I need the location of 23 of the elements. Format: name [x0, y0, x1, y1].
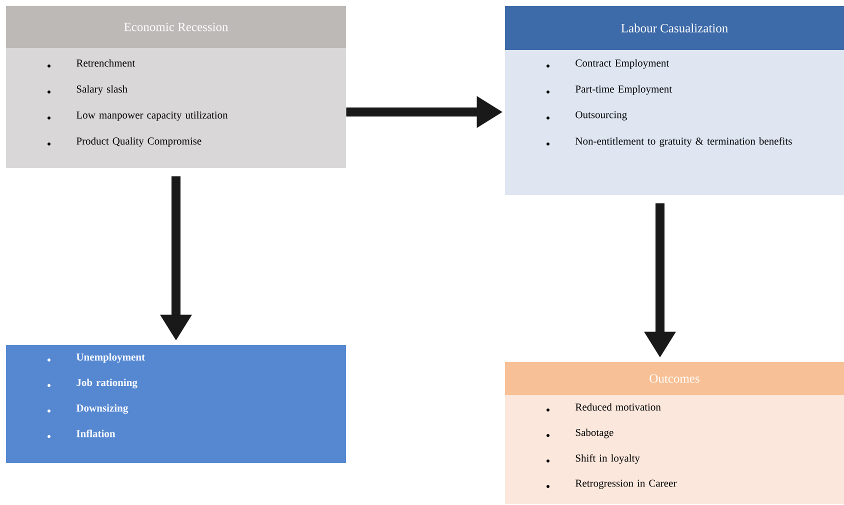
bullet-item: Retrenchment: [76, 59, 136, 67]
bullet-item: Part-time Employment: [576, 85, 672, 95]
bullet-item: Reduced motivation: [576, 403, 661, 411]
bullet-item: Product Quality Compromise: [76, 137, 202, 147]
bullet-item: Outsourcing: [576, 111, 627, 120]
bullet-item: Unemployment: [76, 353, 145, 363]
bullet-item: Shift in loyalty: [576, 454, 640, 464]
bullet-item: Salary slash: [76, 85, 128, 95]
bullet-item: Sabotage: [576, 428, 614, 438]
bullet-item: Job rationing: [76, 378, 138, 388]
process-box: [505, 6, 844, 195]
bullet-item: Contract Employment: [576, 59, 670, 69]
box-heading: Labour Casualization: [621, 24, 728, 32]
box-heading: Economic Recession: [124, 22, 228, 32]
bullet-item: Retrogression in Career: [576, 480, 677, 489]
process-box: [6, 345, 346, 463]
bullet-item: Downsizing: [76, 404, 128, 414]
process-box: [6, 6, 346, 168]
bullet-item: Non-entitlement to gratuity & termination benefits: [576, 137, 792, 147]
box-heading: Outcomes: [650, 374, 700, 383]
bullet-item: Low manpower capacity utilization: [76, 111, 228, 121]
process-box: [505, 362, 844, 504]
bullet-item: Inflation: [76, 430, 116, 438]
